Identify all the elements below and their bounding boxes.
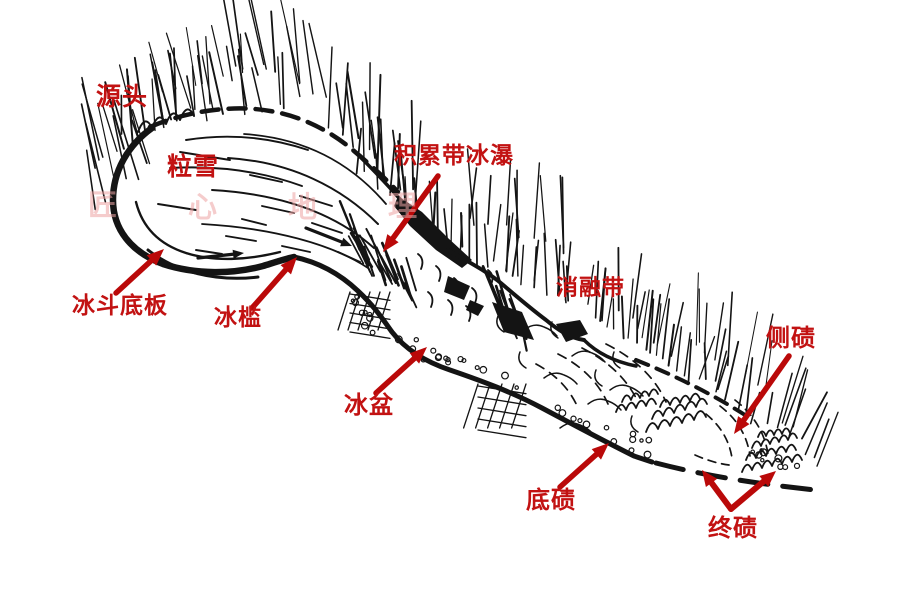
label-ablation-zone: 消融带	[556, 276, 626, 301]
watermark-char-2: 心	[188, 190, 218, 224]
label-ice-sill: 冰槛	[214, 305, 262, 331]
label-lateral-moraine: 侧碛	[766, 324, 816, 352]
surface-texture	[157, 133, 667, 439]
label-terminal-moraine: 终碛	[708, 514, 758, 542]
watermark-char-1: 匠	[88, 188, 118, 222]
label-cirque-floor: 冰斗底板	[72, 293, 168, 319]
label-arrows	[113, 173, 792, 512]
label-source: 源头	[96, 82, 149, 111]
label-firn: 粒雪	[167, 152, 220, 181]
label-icefall: 积累带冰瀑	[394, 143, 514, 169]
label-ice-basin: 冰盆	[344, 391, 394, 419]
slope-hatching	[80, 0, 839, 467]
watermark-char-3: 地	[288, 190, 318, 224]
watermark-char-4: 理	[388, 189, 418, 223]
flow-arrows	[196, 226, 352, 260]
moraine-texture	[350, 293, 803, 473]
label-ground-moraine: 底碛	[526, 486, 576, 514]
glacier-outline	[109, 106, 827, 494]
